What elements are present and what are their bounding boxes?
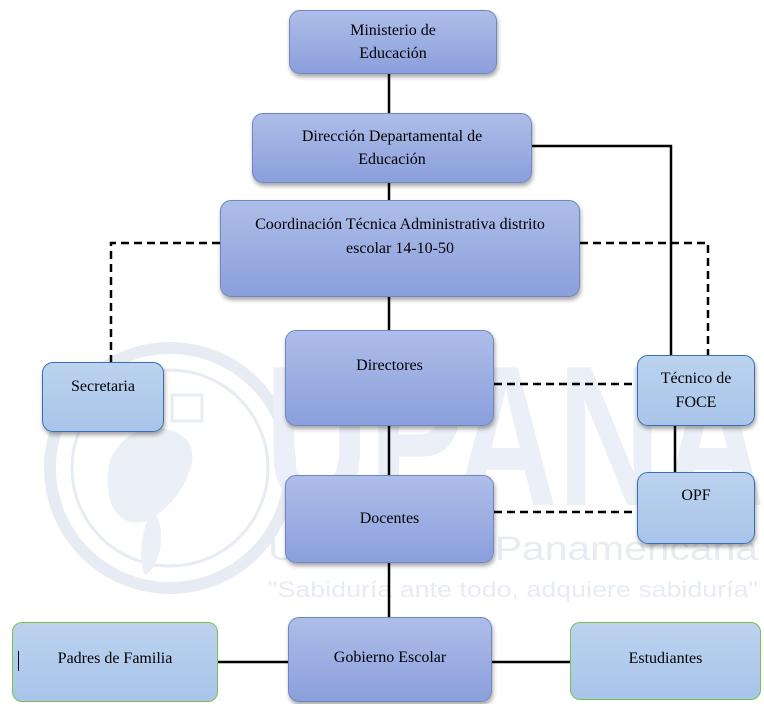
node-estudiantes-label: Estudiantes (628, 650, 703, 668)
edge-direccion-tecnico (532, 144, 673, 355)
node-secretaria-label: Secretaria (71, 378, 135, 396)
node-docentes: Docentes (285, 475, 494, 563)
watermark-tagline: "Sabiduría ante todo, adquiere sabiduría… (268, 577, 758, 602)
text-cursor (18, 651, 19, 671)
node-gobierno: Gobierno Escolar (288, 617, 492, 702)
edge-coordinacion-secretaria (109, 241, 220, 362)
node-tecnico-label: Técnico de FOCE (660, 370, 732, 411)
edge-coordinacion-tecnico (580, 241, 710, 355)
node-coordinacion: Coordinación Técnica Administrativa dist… (220, 200, 580, 297)
node-directores: Directores (285, 330, 494, 426)
university-seal (44, 342, 296, 594)
node-estudiantes: Estudiantes (570, 622, 761, 700)
node-secretaria: Secretaria (42, 362, 164, 432)
node-padres: Padres de Familia (12, 622, 218, 702)
node-ministerio-label: Ministerio de Educación (350, 21, 436, 62)
node-direccion: Dirección Departamental de Educación (252, 113, 532, 183)
node-tecnico: Técnico de FOCE (637, 355, 755, 426)
node-docentes-label: Docentes (359, 510, 420, 528)
node-opf: OPF (637, 472, 755, 544)
node-ministerio: Ministerio de Educación (289, 10, 497, 74)
node-directores-label: Directores (356, 357, 423, 375)
node-direccion-label: Dirección Departamental de Educación (301, 127, 483, 168)
node-gobierno-label: Gobierno Escolar (333, 648, 447, 666)
node-padres-label: Padres de Familia (57, 650, 173, 668)
node-coordinacion-label: Coordinación Técnica Administrativa dist… (255, 216, 545, 257)
node-opf-label: OPF (681, 487, 711, 505)
